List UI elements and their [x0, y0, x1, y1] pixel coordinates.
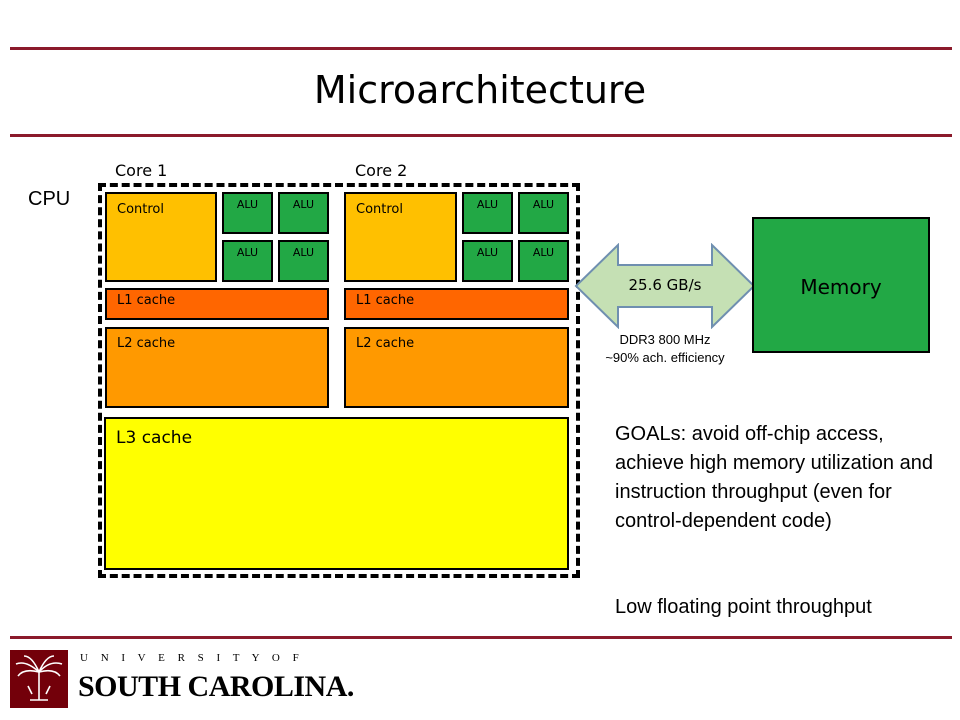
core-1-alu-2: ALU — [278, 192, 329, 234]
core-2-label: Core 2 — [355, 161, 408, 180]
core-1-alu-4: ALU — [278, 240, 329, 282]
core-2-alu-4: ALU — [518, 240, 569, 282]
core-2-alu-2: ALU — [518, 192, 569, 234]
south-carolina-wordmark: SOUTH CAROLINA. — [78, 670, 354, 703]
slide-title: Microarchitecture — [313, 68, 647, 112]
core-1-l2-cache: L2 cache — [105, 327, 329, 408]
core-2-l1-cache: L1 cache — [344, 288, 569, 320]
university-of-wordmark: U N I V E R S I T Y O F — [80, 652, 304, 664]
core-1-control-unit: Control — [105, 192, 217, 282]
core-2-alu-3: ALU — [462, 240, 513, 282]
cpu-boundary — [98, 183, 580, 578]
memory-block: Memory — [752, 217, 930, 353]
goals-text: GOALs: avoid off-chip access, achieve hi… — [615, 423, 933, 532]
core-2-control-unit: Control — [344, 192, 457, 282]
core-1-alu-1: ALU — [222, 192, 273, 234]
core-1-label: Core 1 — [115, 161, 168, 180]
ddr-spec-line-2: ~90% ach. efficiency — [605, 350, 725, 365]
ddr-spec-line-1: DDR3 800 MHz — [619, 332, 711, 347]
low-fp-text: Low floating point throughput — [615, 596, 872, 618]
core-1-alu-3: ALU — [222, 240, 273, 282]
core-2-l2-cache: L2 cache — [344, 327, 569, 408]
footer-rule — [10, 636, 952, 639]
core-2-alu-1: ALU — [462, 192, 513, 234]
cpu-label: CPU — [28, 188, 71, 210]
palmetto-tree-logo-icon — [10, 650, 68, 708]
title-rule — [10, 134, 952, 137]
l3-cache: L3 cache — [104, 417, 569, 570]
bandwidth-label: 25.6 GB/s — [628, 276, 702, 294]
core-1-l1-cache: L1 cache — [105, 288, 329, 320]
top-rule — [10, 47, 952, 50]
